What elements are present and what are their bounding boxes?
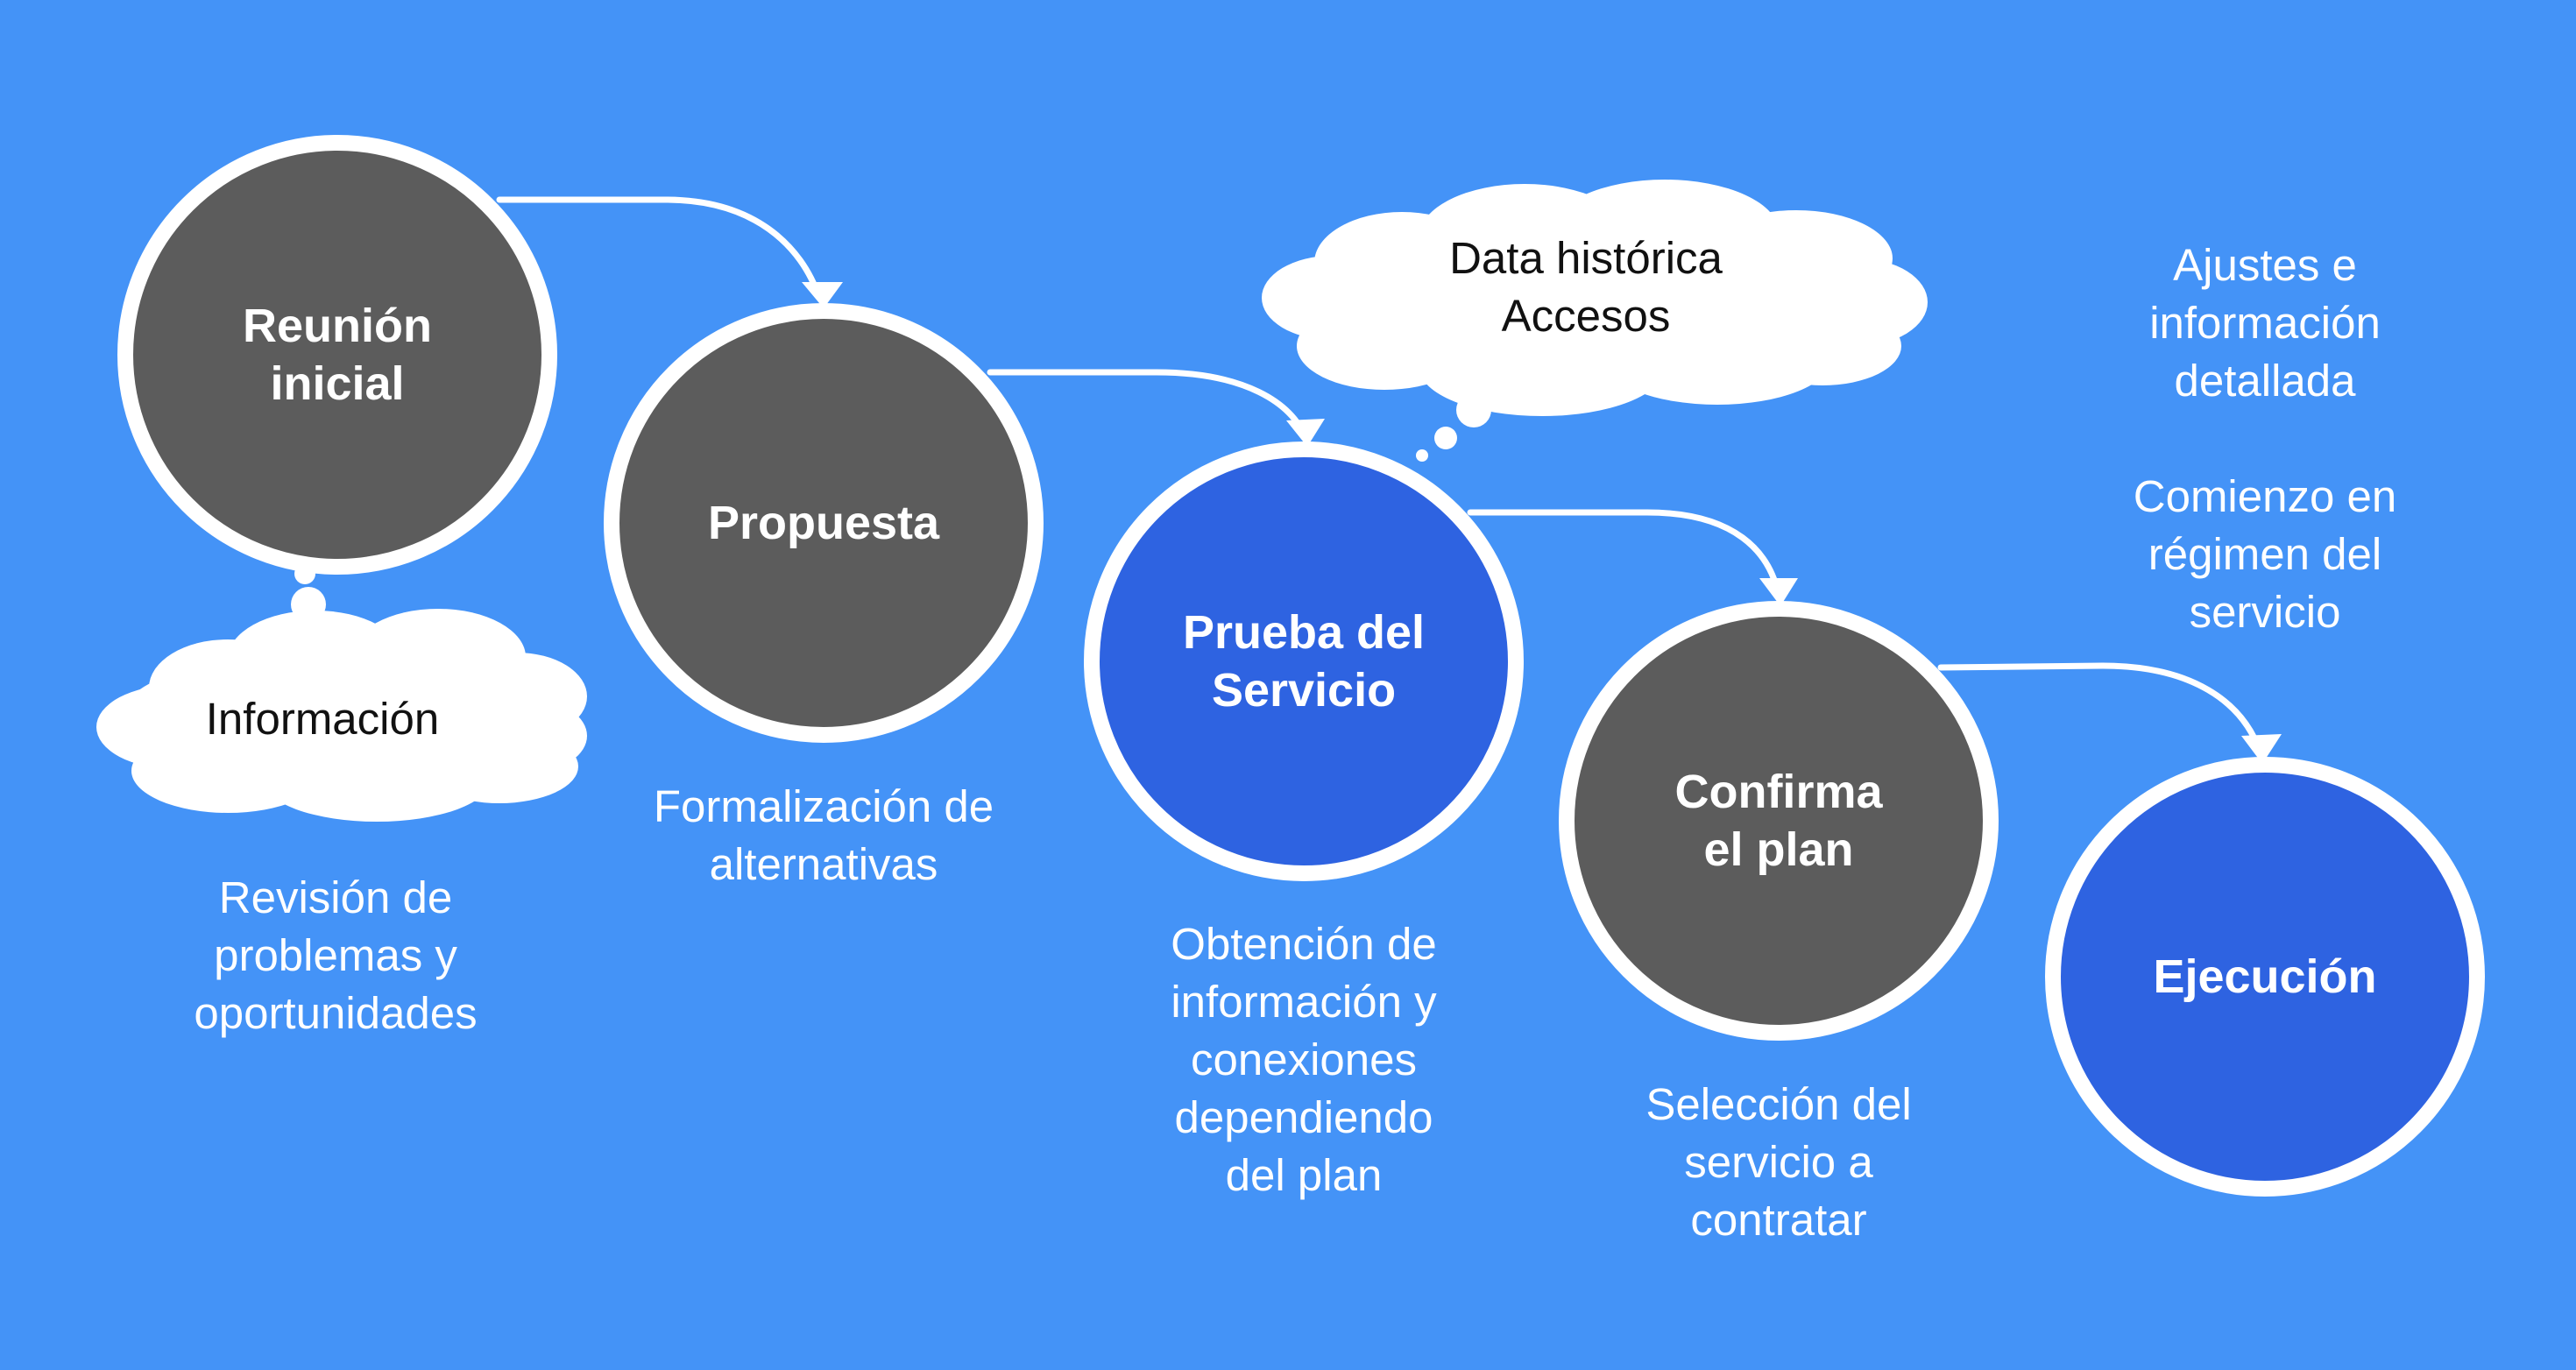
- step-1-circle: [117, 135, 557, 575]
- step-2-description: Formalización de alternativas: [653, 781, 994, 889]
- thought-bubble-dot-small: [1416, 449, 1428, 462]
- arrowhead-step5: [2241, 734, 2282, 764]
- cloud-2-text: Data histórica Accesos: [1449, 233, 1723, 341]
- arrow-step4-to-step5: [1937, 662, 2264, 757]
- step-5-circle: [2045, 757, 2485, 1197]
- arrow-step2-to-step3: [987, 369, 1309, 441]
- step-4-label: Confirma el plan: [1674, 766, 1883, 876]
- step-5-description: Ajustes e información detallada Comienzo…: [2133, 240, 2397, 637]
- thought-cloud-informacion: [96, 563, 587, 822]
- step-1-description: Revisión de problemas y oportunidades: [194, 872, 478, 1038]
- step-1-label: Reunión inicial: [243, 300, 432, 410]
- step-3-circle: [1084, 441, 1524, 881]
- cloud-1-text: Información: [205, 694, 440, 744]
- arrowhead-step2: [802, 282, 843, 308]
- arrowhead-step4: [1759, 578, 1798, 606]
- step-2-circle: [604, 303, 1044, 743]
- step-4-description: Selección del servicio a contratar: [1645, 1079, 1912, 1245]
- arrowhead-step3: [1286, 419, 1325, 447]
- step-5-label: Ejecución: [2153, 950, 2377, 1003]
- step-circles: [117, 135, 2485, 1197]
- arrow-step3-to-step4: [1467, 509, 1782, 599]
- step-3-label: Prueba del Servicio: [1182, 606, 1426, 717]
- arrow-step1-to-step2: [496, 196, 823, 301]
- thought-bubble-dot-medium: [1434, 427, 1457, 449]
- step-3-description: Obtención de información y conexiones de…: [1171, 919, 1437, 1200]
- step-2-label: Propuesta: [707, 497, 940, 549]
- step-4-circle: [1559, 601, 1999, 1041]
- arrowheads: [802, 282, 2282, 764]
- thought-cloud-data-historica: [1262, 180, 1928, 462]
